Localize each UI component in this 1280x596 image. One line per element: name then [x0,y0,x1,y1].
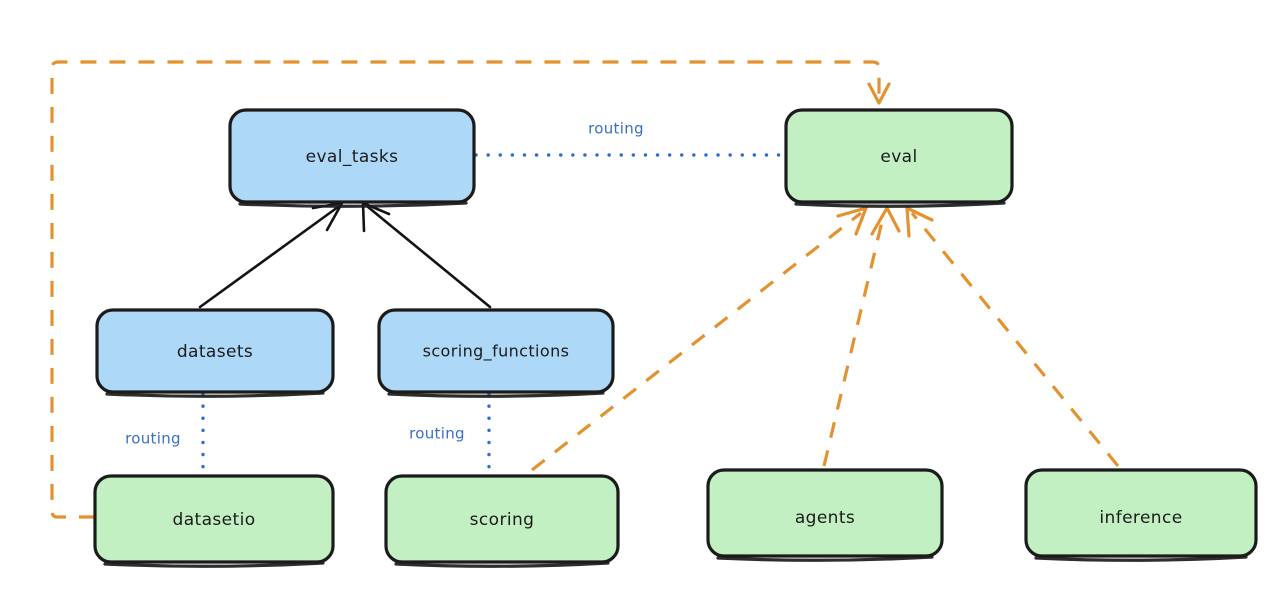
node-datasets[interactable]: datasets [95,308,335,398]
edge-label-routing-scoring: routing [409,425,465,443]
node-label-datasetio: datasetio [173,510,256,530]
node-label-eval: eval [880,147,917,167]
node-label-agents: agents [795,508,855,528]
node-scoring_functions[interactable]: scoring_functions [377,308,615,398]
edge-scoring_functions-eval_tasks [361,201,492,309]
node-label-scoring_functions: scoring_functions [423,342,570,362]
edge-datasetio-eval [50,60,891,519]
node-agents[interactable]: agents [706,468,944,562]
node-eval[interactable]: eval [784,108,1014,208]
edge-scoring-eval [531,206,868,472]
node-label-inference: inference [1099,508,1182,528]
edge-agents-eval [822,206,901,467]
node-inference[interactable]: inference [1024,468,1258,562]
node-scoring[interactable]: scoring [384,474,620,568]
node-eval_tasks[interactable]: eval_tasks [228,108,476,208]
node-label-eval_tasks: eval_tasks [306,147,399,167]
node-datasetio[interactable]: datasetio [93,474,335,568]
edge-inference-eval [905,206,1120,468]
edge-datasets-eval_tasks [198,201,344,309]
node-label-scoring: scoring [470,510,535,530]
edge-label-routing-eval: routing [588,120,644,138]
node-label-datasets: datasets [177,342,253,362]
edge-label-routing-datasetio: routing [125,430,181,448]
